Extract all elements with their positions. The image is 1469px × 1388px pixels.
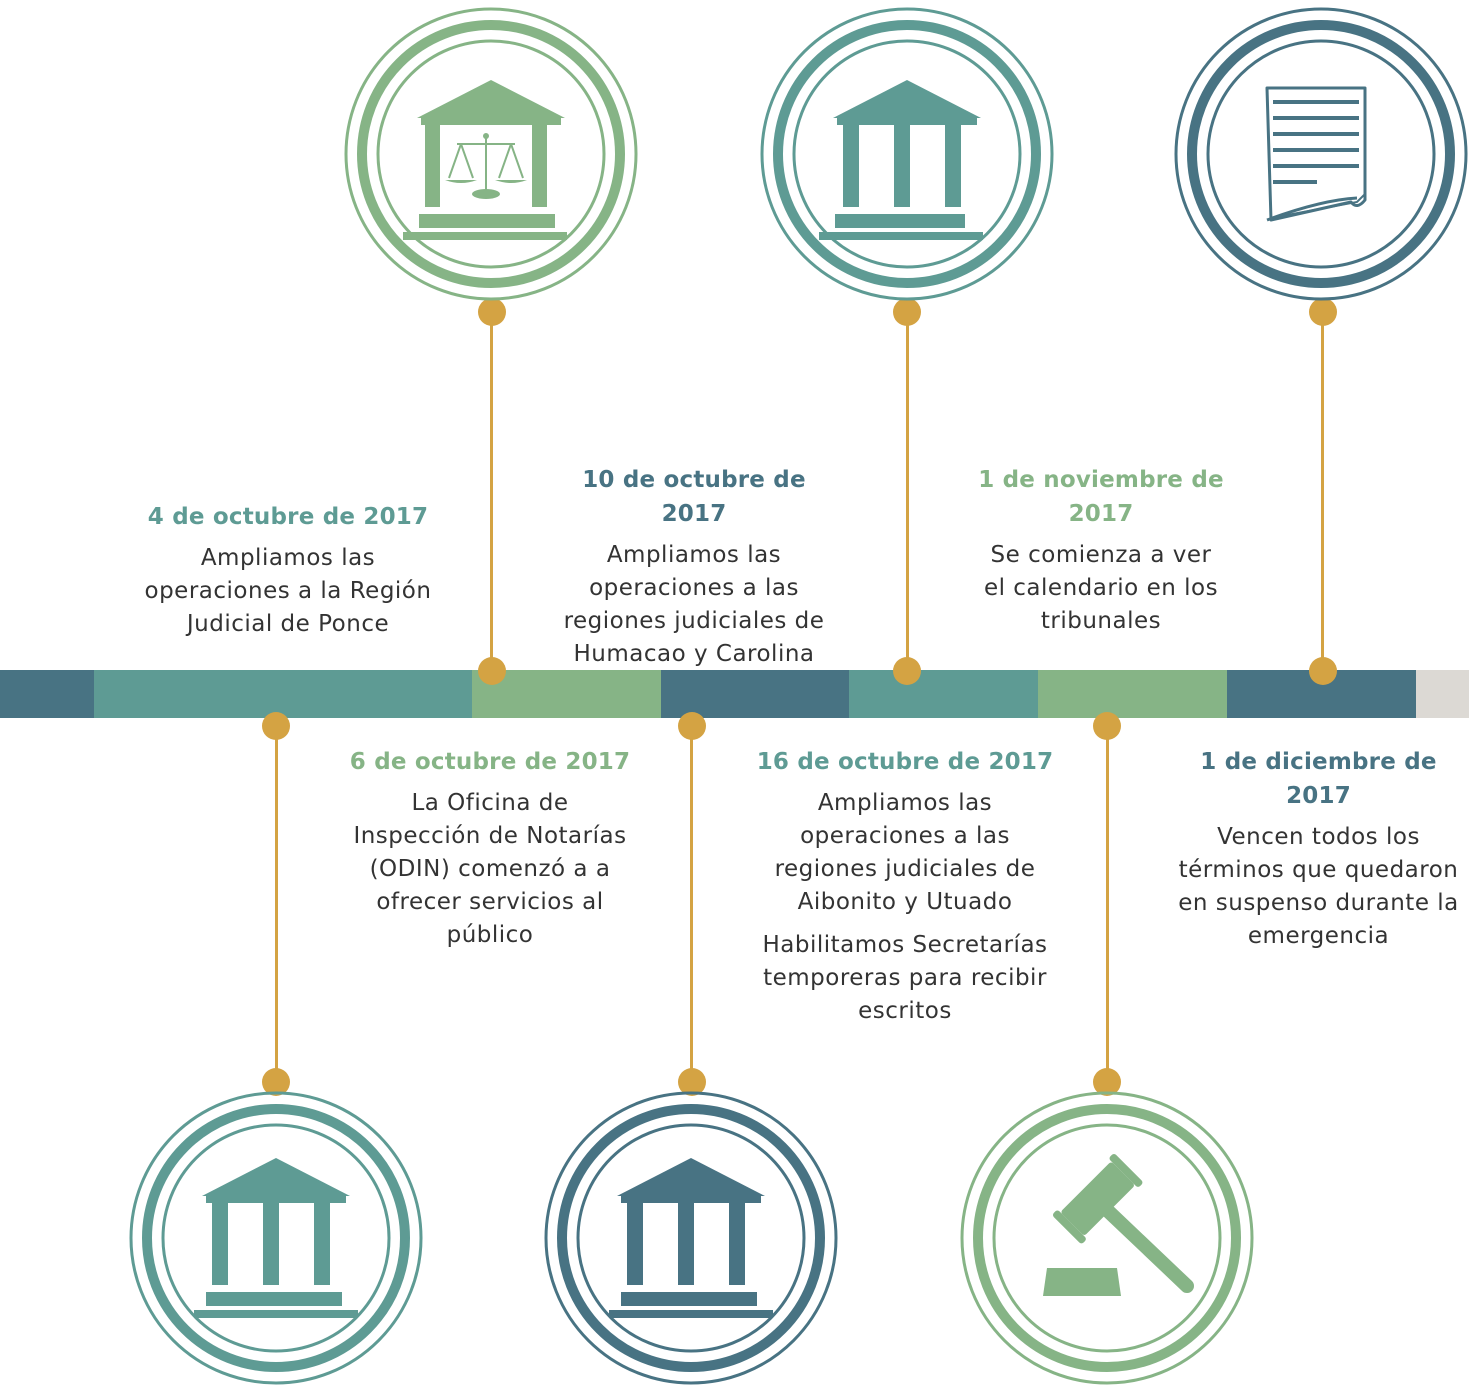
timeline-segment [0, 670, 94, 718]
document-icon [1174, 7, 1468, 301]
event-description: Habilitamos Secretarías temporeras para … [762, 932, 1048, 1024]
event-date: 10 de octubre de 2017 [582, 467, 806, 527]
connector-dot [1309, 657, 1337, 685]
gavel-icon [960, 1091, 1254, 1385]
connector-dot [893, 298, 921, 326]
timeline-segment [849, 670, 1038, 718]
connector-dot [478, 657, 506, 685]
event-date: 6 de octubre de 2017 [349, 749, 631, 775]
connector-line [690, 726, 693, 1082]
event-description: Vencen todos los términos que quedaron e… [1178, 824, 1459, 949]
courthouse-icon [760, 7, 1054, 301]
event-date: 1 de noviembre de 2017 [978, 467, 1224, 527]
connector-dot [893, 657, 921, 685]
timeline-event: 1 de noviembre de 2017 Se comienza a ver… [976, 463, 1226, 638]
connector-dot [478, 298, 506, 326]
connector-dot [678, 712, 706, 740]
courthouse-icon [129, 1091, 423, 1385]
connector-line [490, 312, 493, 670]
timeline-event: 1 de diciembre de 2017 Vencen todos los … [1170, 745, 1467, 953]
connector-line [275, 726, 278, 1082]
event-description: Se comienza a ver el calendario en los t… [983, 542, 1219, 634]
event-description: Ampliamos las operaciones a las regiones… [563, 542, 825, 667]
connector-line [1106, 726, 1109, 1082]
courthouse-scales-icon [344, 7, 638, 301]
connector-line [906, 312, 909, 670]
connector-line [1321, 312, 1324, 670]
event-date: 1 de diciembre de 2017 [1200, 749, 1437, 809]
courthouse-icon [544, 1091, 838, 1385]
timeline-event: 10 de octubre de 2017 Ampliamos las oper… [552, 463, 836, 671]
connector-dot [678, 1068, 706, 1096]
timeline-event: 6 de octubre de 2017 La Oficina de Inspe… [345, 745, 635, 952]
timeline-event: 16 de octubre de 2017 Ampliamos las oper… [756, 745, 1054, 1028]
connector-dot [262, 712, 290, 740]
event-date: 4 de octubre de 2017 [147, 504, 429, 530]
event-description: Ampliamos las operaciones a las regiones… [774, 790, 1036, 915]
timeline-segment [1416, 670, 1469, 718]
event-date: 16 de octubre de 2017 [756, 749, 1054, 775]
timeline-segment [94, 670, 472, 718]
connector-dot [1309, 298, 1337, 326]
connector-dot [1093, 1068, 1121, 1096]
timeline-segment [1038, 670, 1227, 718]
timeline-event: 4 de octubre de 2017 Ampliamos las opera… [127, 500, 449, 641]
timeline-bar [0, 670, 1469, 718]
timeline-segment [661, 670, 849, 718]
connector-dot [1093, 712, 1121, 740]
event-description: Ampliamos las operaciones a la Región Ju… [144, 545, 432, 637]
connector-dot [262, 1068, 290, 1096]
event-description: La Oficina de Inspección de Notarías (OD… [353, 790, 627, 948]
